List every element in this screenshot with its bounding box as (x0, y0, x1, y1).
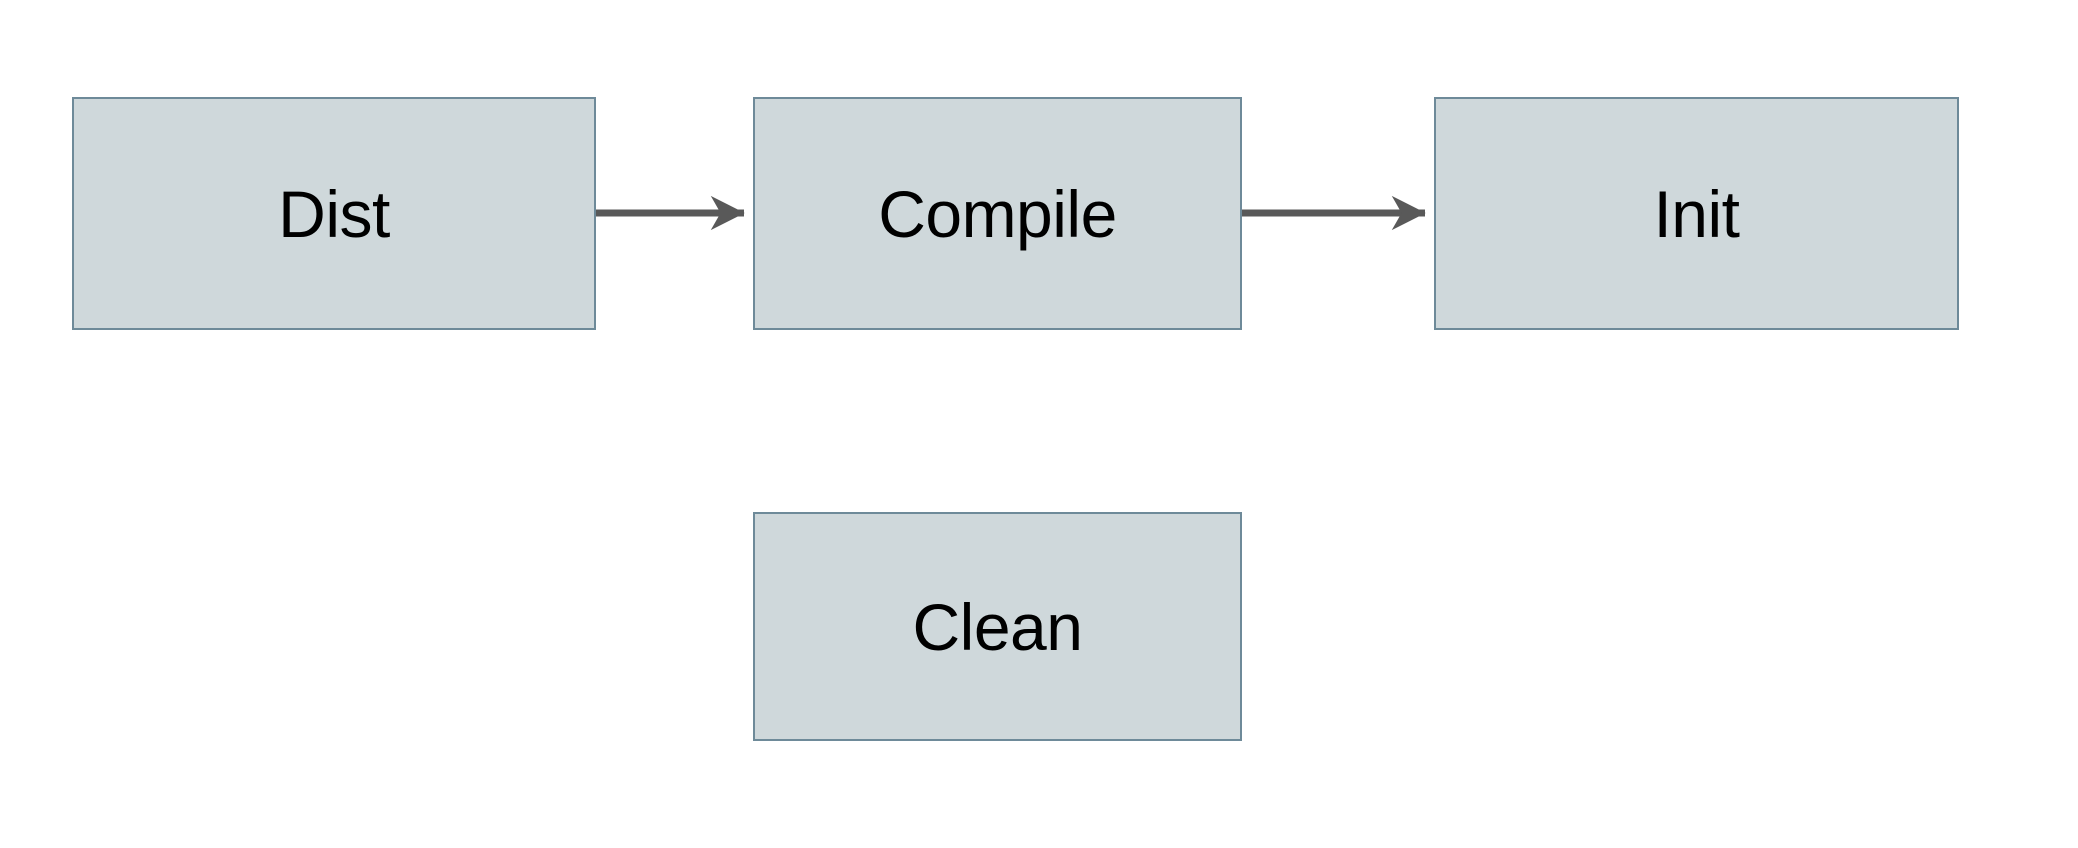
node-init-label: Init (1653, 176, 1740, 251)
node-compile-label: Compile (878, 176, 1117, 251)
node-clean-label: Clean (912, 589, 1083, 664)
node-compile[interactable]: Compile (753, 97, 1242, 330)
node-init[interactable]: Init (1434, 97, 1959, 330)
node-clean[interactable]: Clean (753, 512, 1242, 741)
node-dist[interactable]: Dist (72, 97, 596, 330)
node-dist-label: Dist (278, 176, 390, 251)
